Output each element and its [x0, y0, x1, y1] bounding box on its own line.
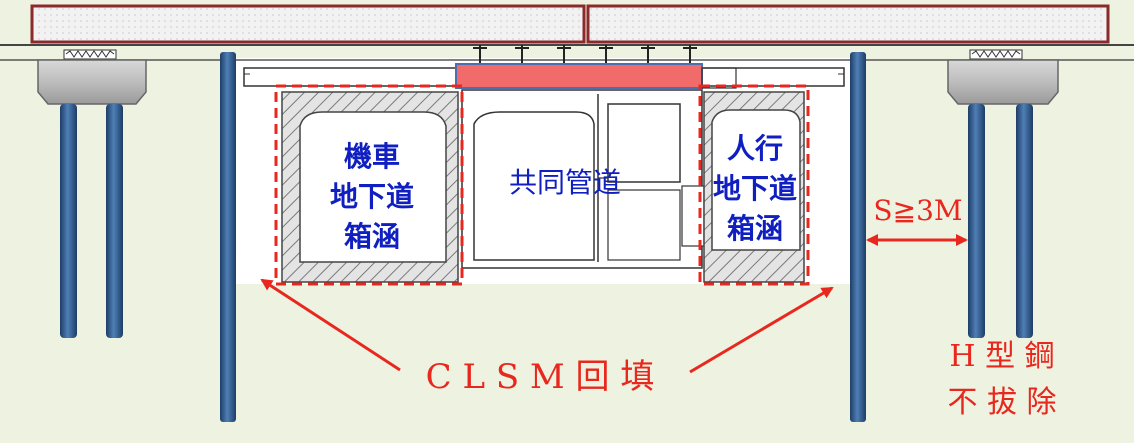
label-motorcycle-2: 地下道 [330, 180, 414, 213]
label-utility-tunnel: 共同管道 [509, 166, 621, 199]
label-motorcycle-3: 箱涵 [344, 220, 400, 253]
h-steel-pile-right [850, 52, 866, 422]
h-steel-pile-left [220, 52, 236, 422]
foundation-pile [968, 104, 985, 338]
bearing-left [63, 49, 117, 60]
label-pedestrian-2: 地下道 [713, 172, 797, 205]
clsm-arrow-left [260, 278, 401, 372]
motorcycle-box-culvert [281, 91, 459, 283]
label-h-steel-2: 不 拔 除 [947, 385, 1056, 420]
pedestrian-box-culvert [703, 91, 805, 283]
clsm-zone-right [698, 84, 810, 286]
label-spacing: S≧3M [873, 194, 962, 227]
label-motorcycle-1: 機車 [344, 140, 400, 173]
label-h-steel-1: H 型 鋼 [949, 339, 1054, 374]
pink-steel-beam [455, 63, 703, 89]
foundation-pile [106, 104, 123, 338]
bearing-right [969, 49, 1023, 60]
pile-cap-left [37, 59, 147, 105]
deck-slab [0, 4, 1134, 46]
hangers [473, 45, 697, 64]
label-pedestrian-3: 箱涵 [727, 212, 783, 245]
foundation-pile [60, 104, 77, 338]
label-clsm-backfill: C L S M 回 填 [426, 357, 655, 397]
clsm-arrow-right [689, 286, 834, 374]
label-pedestrian-1: 人行 [727, 132, 783, 165]
utility-tunnel-box [461, 89, 705, 269]
beam-end-block [701, 67, 737, 89]
foundation-pile [1016, 104, 1033, 338]
pile-cap-right [947, 59, 1059, 105]
